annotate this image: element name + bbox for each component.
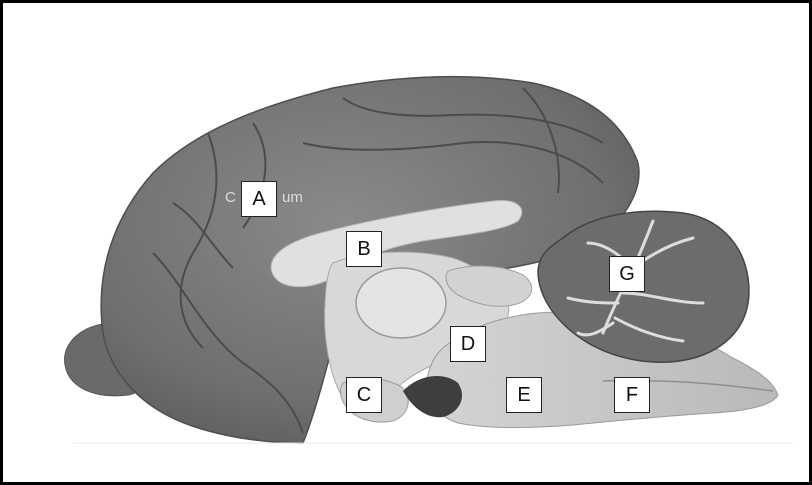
partial-text-left: C	[225, 189, 236, 206]
label-b: B	[346, 231, 382, 267]
label-c: C	[346, 377, 382, 413]
label-g: G	[609, 256, 645, 292]
label-d: D	[450, 326, 486, 362]
label-e: E	[506, 377, 542, 413]
thalamus-shape	[356, 268, 446, 338]
partial-text-right: um	[282, 189, 303, 206]
brain-sagittal-illustration	[3, 3, 812, 485]
dark-cavity-shape	[403, 376, 462, 417]
label-f: F	[614, 377, 650, 413]
label-a: A	[241, 181, 277, 217]
